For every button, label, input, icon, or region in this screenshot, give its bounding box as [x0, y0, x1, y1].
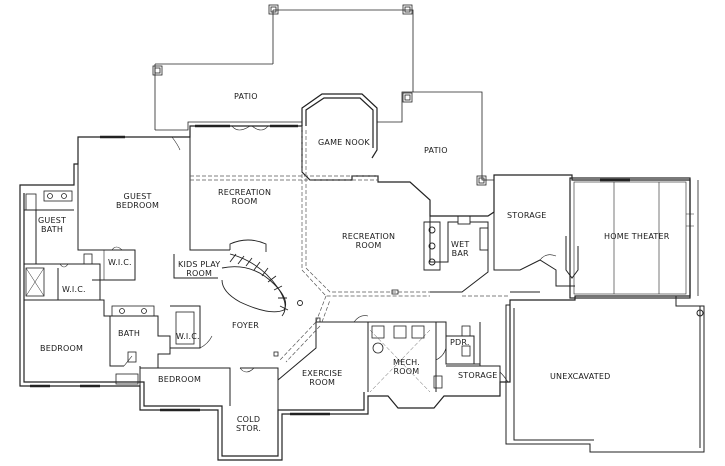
label-patio-right: PATIO [424, 146, 448, 155]
label-unexcavated: UNEXCAVATED [550, 372, 611, 381]
patio-columns [152, 4, 487, 186]
door-swings [59, 125, 557, 383]
label-bath: BATH [118, 329, 141, 338]
label-game-nook: GAME NOOK [318, 138, 370, 147]
interior-walls [24, 137, 579, 412]
label-home-theater: HOME THEATER [604, 232, 670, 241]
dashed-beams [190, 126, 510, 393]
label-wic-left: W.I.C. [62, 285, 86, 294]
unexcavated-area [505, 296, 705, 453]
label-mech-room: MECH.ROOM [393, 358, 420, 376]
curved-staircase [221, 239, 303, 317]
label-bedroom-left: BEDROOM [40, 344, 84, 353]
windows [30, 124, 630, 416]
label-wic-mid: W.I.C. [176, 332, 200, 341]
label-bedroom-mid: BEDROOM [158, 375, 202, 384]
label-storage-upper: STORAGE [507, 211, 547, 220]
label-wic-upper: W.I.C. [108, 258, 132, 267]
plumbing-fixtures [25, 190, 471, 389]
label-storage-lower: STORAGE [458, 371, 498, 380]
label-patio-left: PATIO [234, 92, 258, 101]
label-pdr: PDR. [450, 338, 470, 347]
game-nook-bay [301, 93, 378, 159]
wet-bar-counter [423, 215, 489, 271]
label-foyer: FOYER [232, 321, 259, 330]
home-theater-walls [569, 177, 694, 299]
